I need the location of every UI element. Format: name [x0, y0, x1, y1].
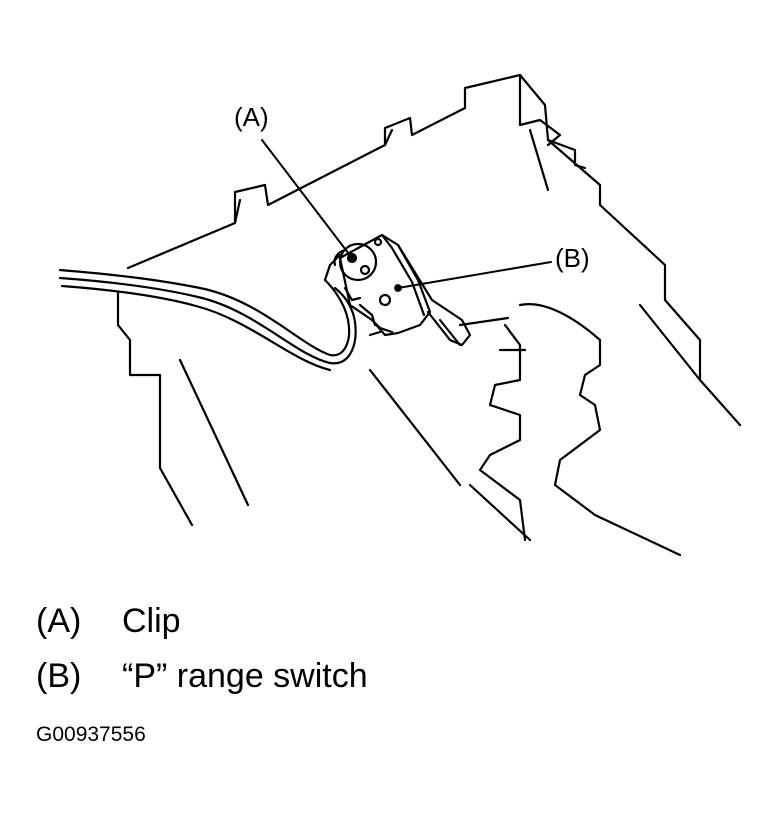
legend-text: Clip — [122, 602, 181, 640]
leader-lines — [261, 139, 552, 292]
wire-harness — [58, 253, 357, 372]
housing-lower-edge — [178, 303, 682, 557]
legend-item: (A) Clip — [36, 604, 181, 638]
callout-label-b: (B) — [555, 243, 590, 273]
legend-key: (B) — [36, 657, 82, 695]
callout-label-a: (A) — [234, 102, 269, 132]
legend-text: “P” range switch — [122, 657, 368, 695]
figure-id: G00937556 — [36, 723, 146, 746]
switch-clip — [333, 237, 392, 307]
transmission-housing-outline — [116, 73, 742, 527]
legend-key: (A) — [36, 602, 82, 640]
p-range-switch-body — [338, 233, 472, 347]
legend-item: (B) “P” range switch — [36, 659, 368, 693]
transmission-line-drawing: (A) (B) — [58, 73, 742, 557]
